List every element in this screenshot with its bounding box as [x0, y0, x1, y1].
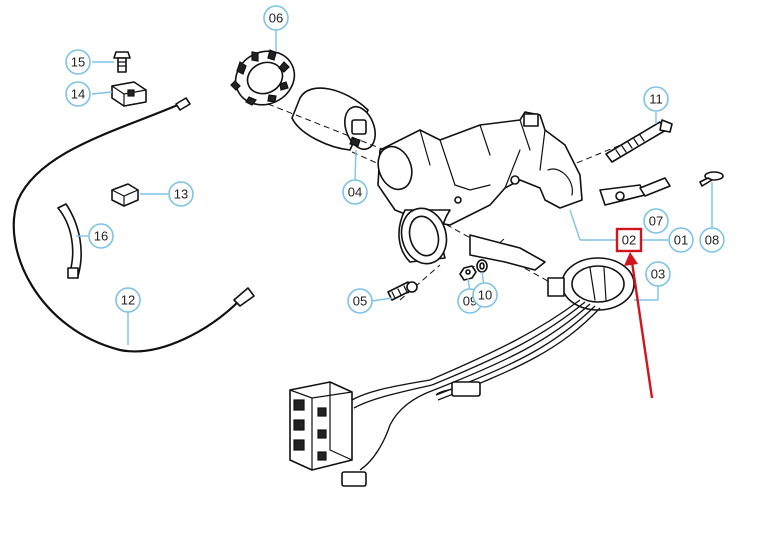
callout-14[interactable]: 14	[65, 81, 91, 107]
red-arrow-indicator	[624, 252, 654, 399]
callout-10[interactable]: 10	[472, 282, 498, 308]
callout-16[interactable]: 16	[88, 223, 114, 249]
callout-16-label: 16	[94, 229, 108, 244]
callout-14-circle	[65, 81, 91, 107]
small-fasteners-drawing	[387, 259, 488, 301]
callout-05[interactable]: 05	[347, 288, 373, 314]
callout-15[interactable]: 15	[65, 49, 91, 75]
part-12-cable-drawing	[12, 97, 255, 353]
highlighted-part-label: 02	[622, 233, 636, 248]
callout-08-label: 08	[705, 233, 719, 248]
callout-08[interactable]: 08	[699, 227, 725, 253]
housing-lower-tube-drawing	[398, 207, 546, 271]
callout-06-label: 06	[269, 11, 283, 26]
callout-11-label: 11	[649, 92, 663, 107]
highlight-box	[615, 227, 643, 253]
callout-01[interactable]: 01	[668, 227, 694, 253]
callout-15-label: 15	[71, 55, 85, 70]
callout-03[interactable]: 03	[645, 261, 671, 287]
callout-06-circle	[263, 5, 289, 31]
callout-06[interactable]: 06	[263, 5, 289, 31]
callout-04-circle	[342, 179, 368, 205]
callout-04-label: 04	[348, 185, 362, 200]
callout-13-label: 13	[174, 187, 188, 202]
callout-11[interactable]: 11	[643, 86, 669, 112]
callout-05-circle	[347, 288, 373, 314]
callout-13[interactable]: 13	[168, 181, 194, 207]
callout-10-circle	[472, 282, 498, 308]
highlighted-part-02[interactable]: 02	[615, 227, 643, 253]
wire-harness-drawing	[341, 299, 601, 487]
part-15-bolt-drawing	[113, 51, 131, 73]
callout-08-circle	[699, 227, 725, 253]
callout-14-label: 14	[71, 87, 85, 102]
callout-04[interactable]: 04	[342, 179, 368, 205]
callout-05-label: 05	[353, 294, 367, 309]
diagram-artwork	[12, 49, 724, 487]
callout-12[interactable]: 12	[115, 287, 141, 313]
callout-11-circle	[643, 86, 669, 112]
part-04-lock-cylinder-drawing	[291, 87, 376, 151]
callout-15-circle	[65, 49, 91, 75]
callout-10-label: 10	[478, 288, 492, 303]
part-01-housing-drawing	[377, 111, 583, 226]
callout-01-circle	[668, 227, 694, 253]
callout-07-label: 07	[649, 214, 663, 229]
part-03-ignition-switch-drawing	[547, 257, 635, 311]
callout-07[interactable]: 07	[643, 208, 669, 234]
callout-12-label: 12	[121, 293, 135, 308]
part-16-bracket-drawing	[57, 203, 82, 279]
part-11-shaft-drawing	[605, 119, 673, 163]
part-06-ring-drawing	[230, 49, 296, 106]
connector-block-drawing	[289, 381, 353, 471]
callout-12-circle	[115, 287, 141, 313]
part-13-clip-drawing	[111, 183, 139, 207]
part-07-lever-drawing	[599, 177, 671, 206]
callout-07-circle	[643, 208, 669, 234]
callout-03-circle	[645, 261, 671, 287]
callout-16-circle	[88, 223, 114, 249]
part-08-screw-drawing	[699, 171, 724, 187]
callout-01-label: 01	[674, 233, 688, 248]
callout-13-circle	[168, 181, 194, 207]
callout-03-label: 03	[651, 267, 665, 282]
part-14-clamp-drawing	[111, 81, 147, 107]
